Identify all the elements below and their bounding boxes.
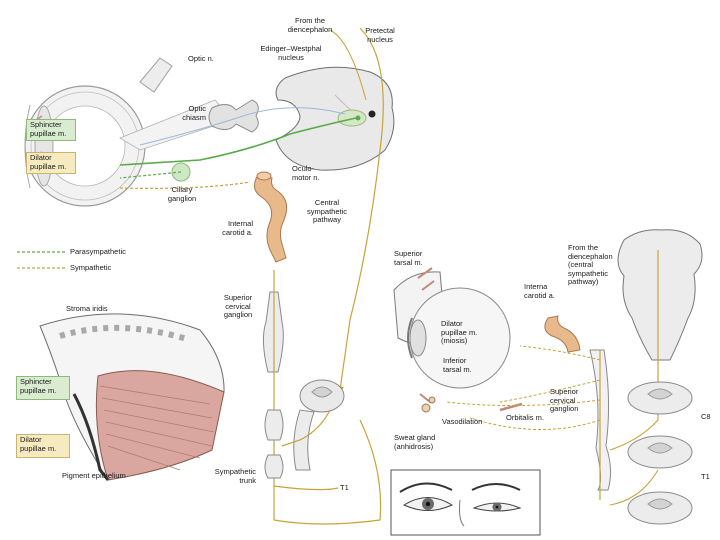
legend-parasympathetic: Parasympathetic: [70, 247, 126, 256]
ganglion-loop-bottom: [273, 419, 382, 525]
internal-carotid-right: [544, 315, 581, 353]
label-from-diencephalon-top: From the diencephalon: [287, 16, 333, 34]
label-inferior-tarsal-m: Inferior tarsal m.: [443, 356, 472, 374]
label-ciliary-ganglion: Ciliary ganglion: [167, 185, 197, 203]
label-central-sympathetic-pathway: Central sympathetic pathway: [306, 198, 348, 224]
label-stroma-iridis: Stroma iridis: [66, 304, 108, 313]
central-sympathetic-line: [336, 27, 384, 394]
label-t1-right: T1: [701, 472, 710, 481]
label-pretectal-nucleus: Pretectal nucleus: [365, 26, 395, 44]
label-dilator-pupillae-miosis: Dilator pupillae m. (miosis): [441, 319, 478, 345]
label-oculomotor-n: Oculo- motor n.: [292, 164, 320, 182]
sweat-gland-shape: [421, 396, 436, 413]
label-orbitalis-m: Orbitalis m.: [506, 413, 544, 422]
eye-lateral-view: [393, 267, 523, 412]
iris-cross-section: [39, 313, 225, 481]
midbrain-section: [275, 66, 395, 171]
label-vasodilation: Vasodilation: [442, 417, 483, 426]
sympathetic-to-eye: [119, 181, 251, 189]
sympathetic-fibers-right: [445, 345, 601, 430]
box-sphincter-pupillae-bottom: Sphincter pupillae m.: [16, 376, 70, 400]
label-internal-carotid: Internal carotid a.: [222, 219, 253, 237]
box-sphincter-pupillae-top: Sphincter pupillae m.: [26, 119, 76, 141]
label-superior-cervical-ganglion-right: Superior cervical ganglion: [550, 387, 579, 413]
legend-sympathetic: Sympathetic: [70, 263, 112, 272]
label-optic-chiasm: Optic chiasm: [182, 104, 206, 122]
label-sympathetic-trunk: Sympathetic trunk: [214, 467, 256, 485]
box-dilator-pupillae-bottom: Dilator pupillae m.: [16, 434, 70, 458]
label-pigment-epithelium: Pigment epithelium: [62, 471, 126, 480]
label-t1: T1: [340, 483, 349, 492]
label-sweat-gland: Sweat gland (anhidrosis): [394, 433, 436, 451]
pupil-light-reflex-path: [139, 107, 346, 146]
spinal-segments-right: [609, 381, 693, 525]
ciliary-ganglion-shape: [119, 162, 191, 182]
spinal-cord-t1: [293, 379, 345, 471]
label-from-diencephalon-right: From the diencephalon (central sympathet…: [568, 243, 613, 286]
label-edinger-westphal: Edinger–Westphal nucleus: [260, 44, 322, 62]
face-eyes-illustration: [390, 469, 541, 536]
label-optic-n: Optic n.: [188, 54, 214, 63]
label-c8: C8: [701, 412, 711, 421]
box-dilator-pupillae-top: Dilator pupillae m.: [26, 152, 76, 174]
preganglionic-loop: [273, 409, 339, 491]
internal-carotid-artery: [254, 171, 288, 263]
label-superior-cervical-ganglion: Superior cervical ganglion: [223, 293, 253, 319]
oculomotor-pathway: [119, 117, 357, 166]
label-internal-carotid-right: Interna carotid a.: [524, 282, 555, 300]
label-superior-tarsal-m: Superior tarsal m.: [394, 249, 423, 267]
sympathetic-chain: [262, 270, 284, 520]
diencephalon-descending-line: [329, 29, 367, 101]
legend-symbols: [17, 251, 66, 269]
cervical-ganglion-right: [589, 349, 612, 500]
